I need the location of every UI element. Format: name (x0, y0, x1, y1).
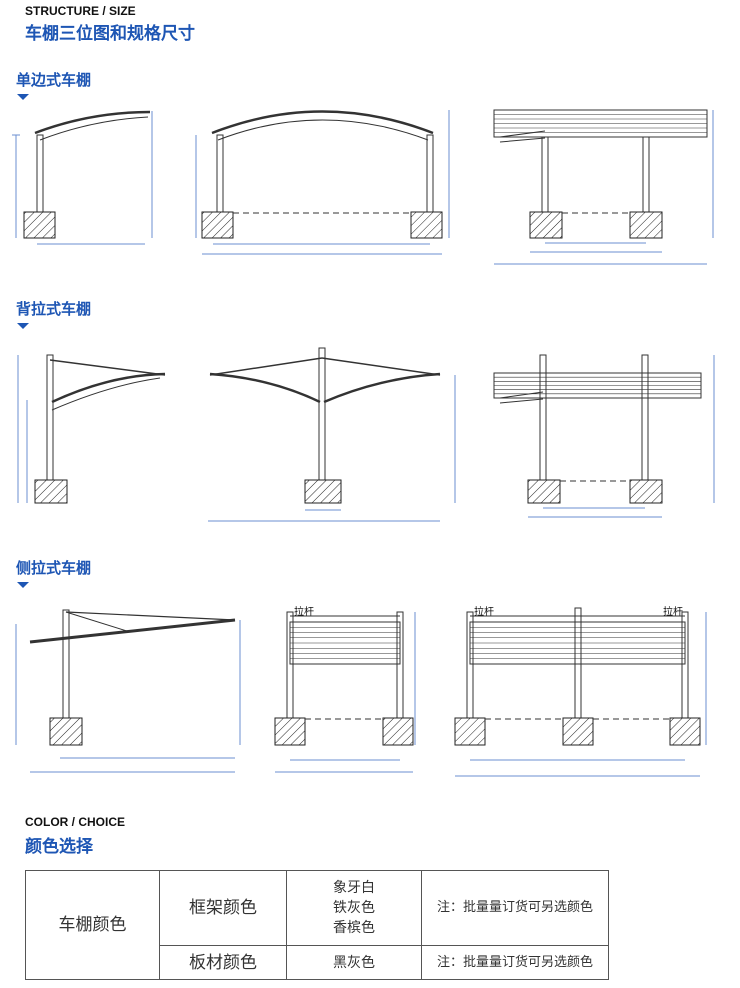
option: 黑灰色 (286, 945, 422, 980)
tie-beam (49, 359, 166, 376)
foundation (669, 717, 701, 746)
color-subtitle: COLOR / CHOICE (25, 815, 126, 829)
option: 铁灰色 (333, 900, 375, 916)
foundation (274, 717, 306, 746)
option: 象牙白 (333, 880, 375, 896)
tie-rod (65, 611, 131, 633)
roof-beam (51, 377, 161, 411)
column (46, 354, 54, 481)
carport-drawings (12, 109, 715, 777)
category-cell: 车棚颜色 (25, 870, 160, 980)
page-title: 车棚三位图和规格尺寸 (25, 24, 195, 44)
foundation (382, 717, 414, 746)
foundation (201, 211, 234, 239)
part-cell: 框架颜色 (159, 870, 287, 946)
option: 香槟色 (333, 920, 375, 936)
column (642, 136, 650, 213)
column (318, 347, 326, 481)
foundation (304, 479, 342, 504)
roof-arch (211, 110, 434, 135)
tie-beam (209, 357, 323, 376)
section-title-side-pull: 侧拉式车棚 (16, 559, 92, 577)
column (574, 607, 582, 719)
foundation (410, 211, 443, 239)
part-cell: 板材颜色 (159, 945, 287, 980)
triangle-icon (17, 582, 29, 588)
note-cell: 注：批量量订货可另选颜色 (421, 945, 609, 980)
foundation (629, 479, 663, 504)
column (541, 136, 549, 213)
foundation (529, 211, 563, 239)
tie-beam (321, 357, 441, 376)
roof-beam (39, 116, 149, 141)
foundation (562, 717, 594, 746)
section-title-back-pull: 背拉式车棚 (16, 300, 92, 318)
column (641, 354, 649, 481)
roof-beam (217, 119, 429, 141)
triangle-icon (17, 94, 29, 100)
roof-arch (323, 372, 441, 404)
tie-rod-label: 拉杆 (663, 607, 683, 618)
foundation (629, 211, 663, 239)
note-cell: 注：批量量订货可另选颜色 (421, 870, 609, 946)
color-title: 颜色选择 (25, 837, 93, 857)
column (539, 354, 547, 481)
roof-beam (29, 618, 236, 644)
roof-arch (209, 372, 321, 404)
roof-arch (51, 372, 166, 404)
section-title-single: 单边式车棚 (16, 71, 92, 89)
foundation (49, 717, 83, 746)
foundation (454, 717, 486, 746)
options-cell: 象牙白 铁灰色 香槟色 (286, 870, 422, 946)
column (62, 609, 70, 719)
foundation (23, 211, 56, 239)
column (36, 134, 44, 213)
column (426, 134, 434, 213)
foundation (527, 479, 561, 504)
roof-arch (34, 110, 151, 135)
color-table: 车棚颜色 框架颜色 象牙白 铁灰色 香槟色 注：批量量订货可另选颜色 板材颜色 … (25, 870, 609, 980)
tie-rod (65, 611, 236, 621)
bracket (499, 391, 544, 404)
tie-rod-label: 拉杆 (474, 607, 494, 618)
structure-subtitle: STRUCTURE / SIZE (25, 4, 136, 18)
foundation (34, 479, 68, 504)
tie-rod-label: 拉杆 (294, 607, 314, 618)
triangle-icon (17, 323, 29, 329)
bracket (499, 130, 546, 143)
column (216, 134, 224, 213)
